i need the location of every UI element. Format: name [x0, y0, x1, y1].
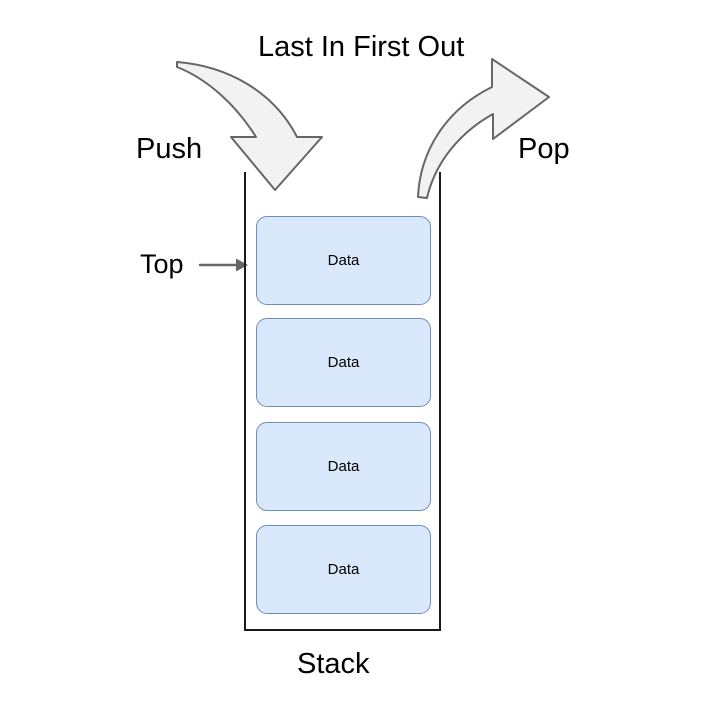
- stack-cell-label: Data: [327, 458, 360, 475]
- push-arrow-icon: [176, 61, 323, 191]
- stack-cell-label: Data: [327, 561, 360, 578]
- pop-arrow-icon: [417, 58, 550, 199]
- stack-cell-label: Data: [327, 354, 360, 371]
- top-pointer-icon: [198, 258, 248, 272]
- stack-cell[interactable]: Data: [256, 216, 431, 305]
- top-label: Top: [140, 249, 184, 279]
- stack-label: Stack: [297, 648, 370, 680]
- diagram-title: Last In First Out: [258, 31, 465, 63]
- pop-label: Pop: [518, 133, 570, 165]
- stack-cell[interactable]: Data: [256, 318, 431, 407]
- stack-container: [244, 172, 441, 631]
- stack-cell[interactable]: Data: [256, 422, 431, 511]
- stack-cell[interactable]: Data: [256, 525, 431, 614]
- stack-cell-label: Data: [327, 252, 360, 269]
- push-label: Push: [136, 133, 203, 165]
